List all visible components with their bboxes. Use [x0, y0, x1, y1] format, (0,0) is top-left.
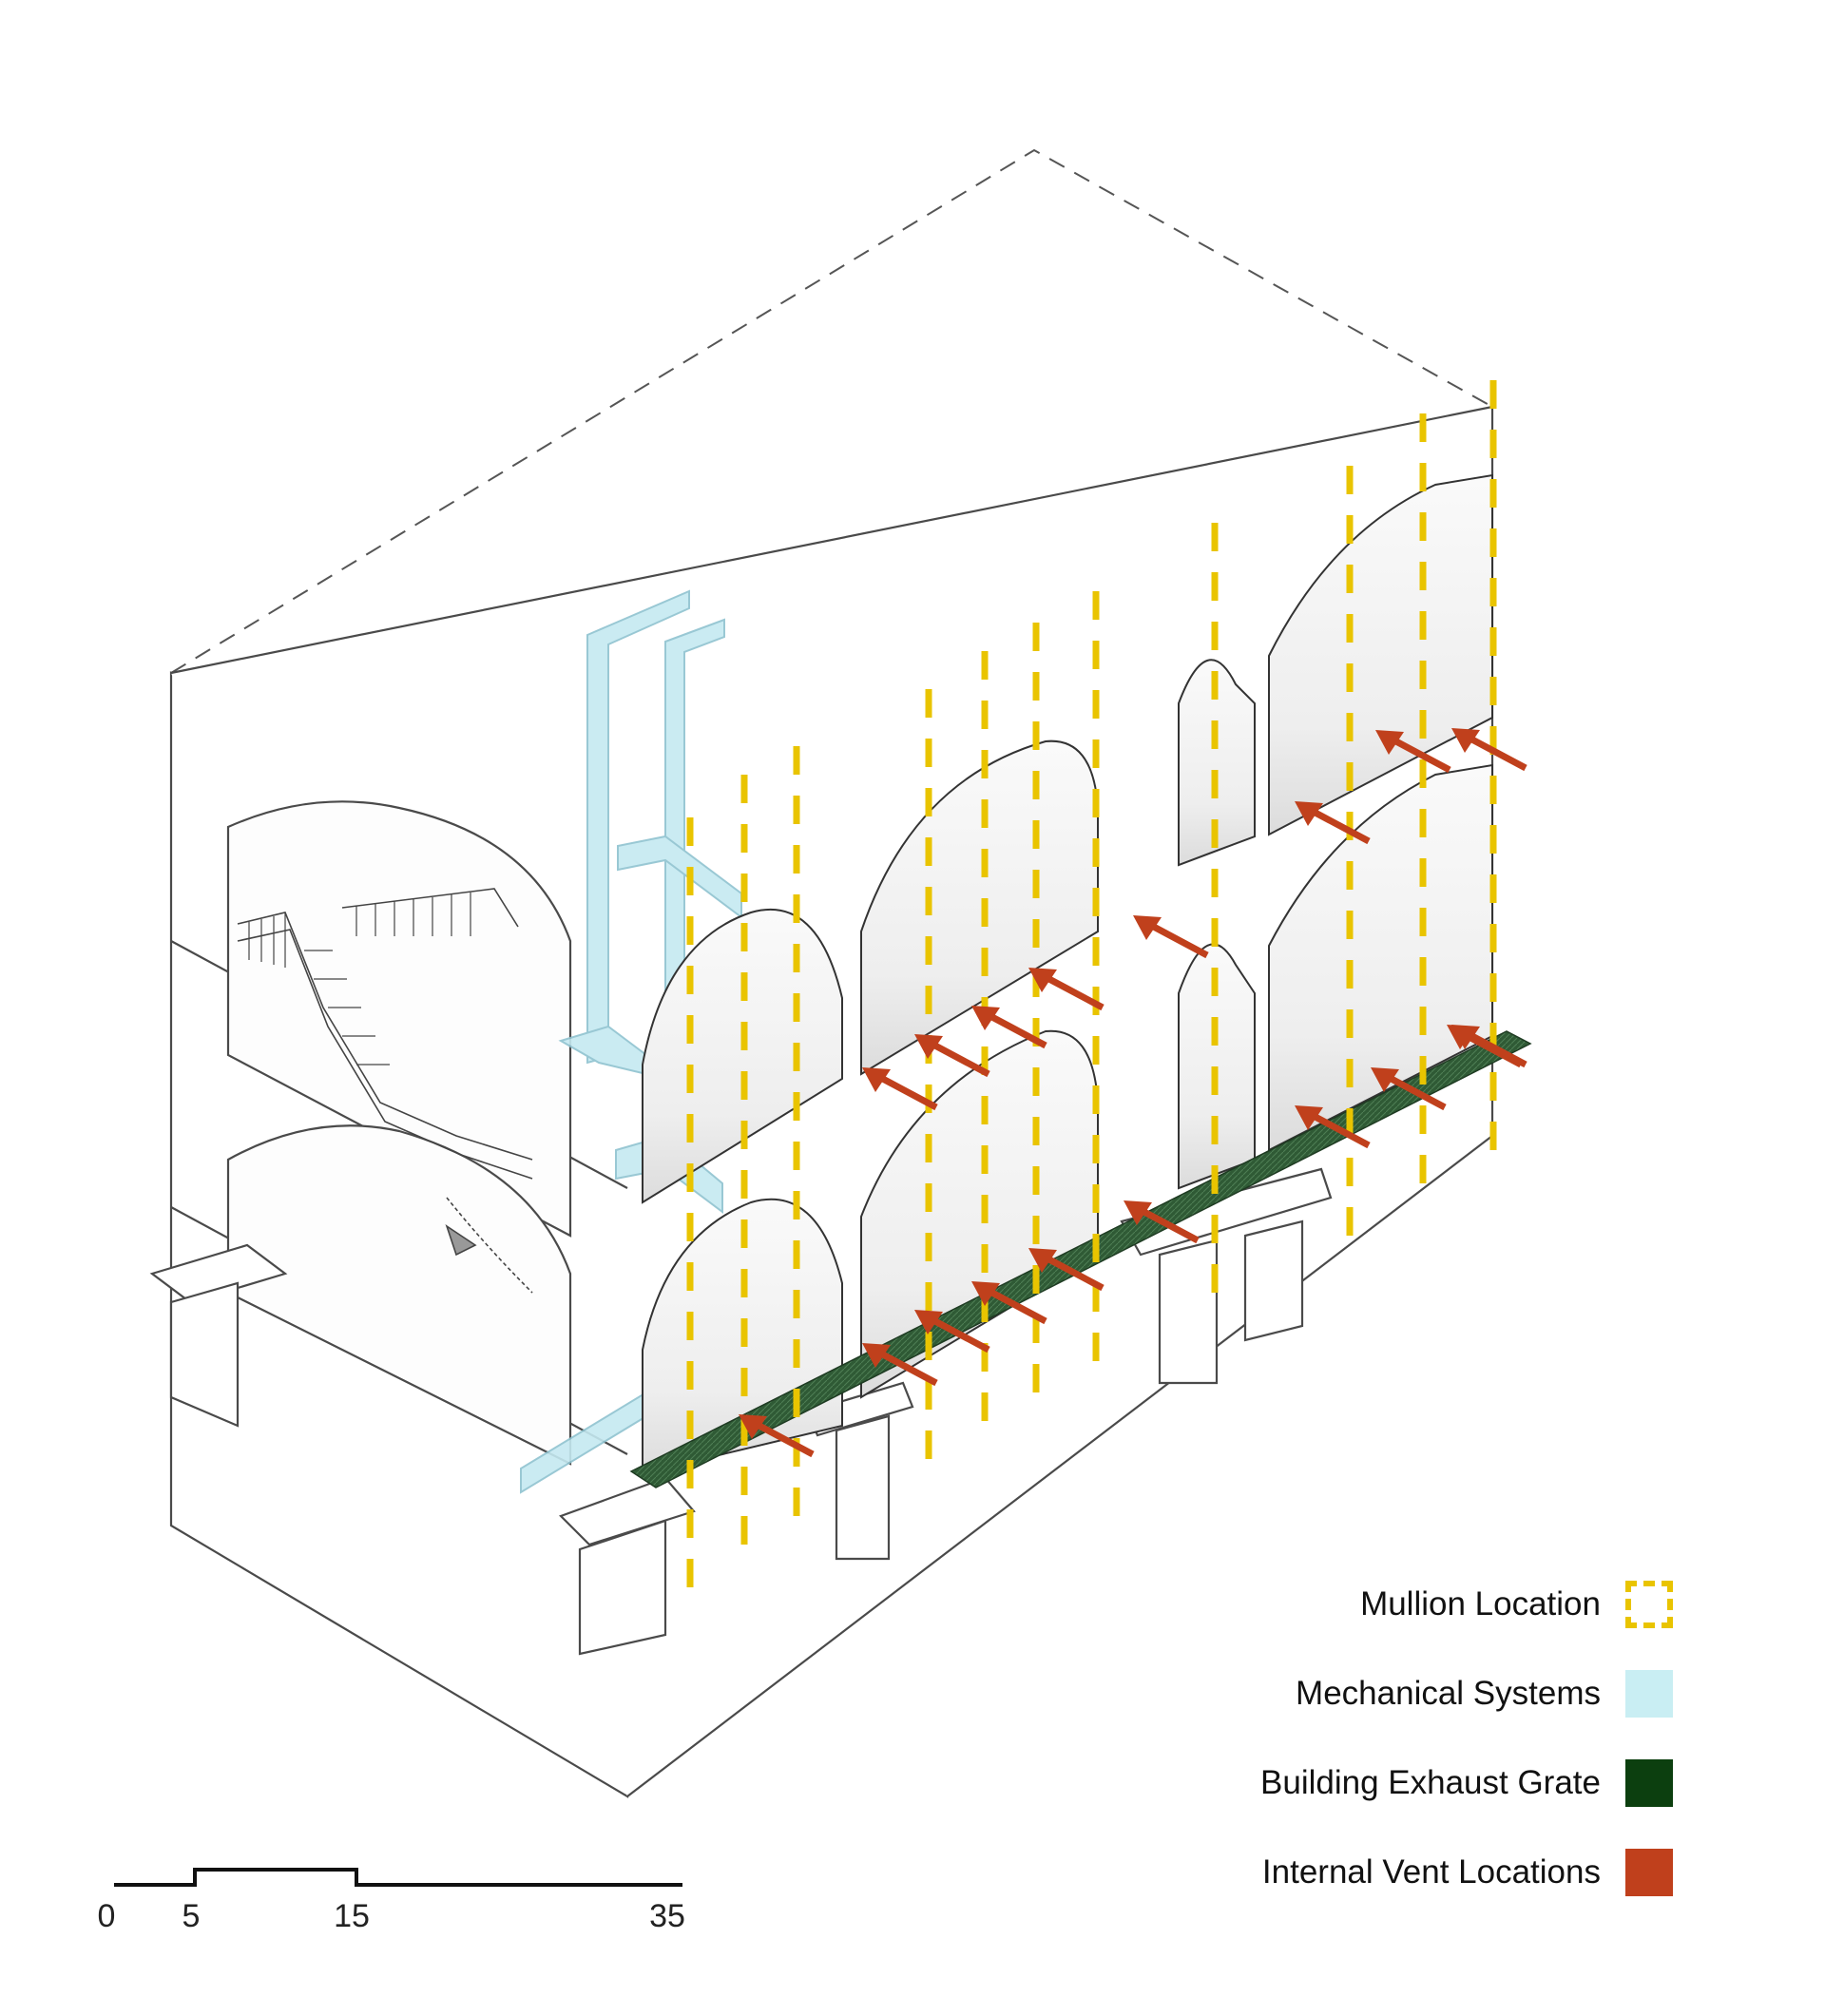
legend-item-mullion: Mullion Location — [1179, 1578, 1673, 1631]
vent-arrow — [862, 1067, 938, 1111]
legend: Mullion Location Mechanical Systems Buil… — [1179, 1578, 1673, 1935]
vent-arrow — [914, 1034, 990, 1078]
legend-label: Mullion Location — [1360, 1585, 1601, 1622]
internal-vent-arrows — [739, 728, 1527, 1458]
scale-bar-line — [114, 1868, 682, 1887]
scale-tick-0: 0 — [97, 1898, 116, 1934]
vent-arrow — [739, 1414, 815, 1458]
legend-item-grate: Building Exhaust Grate — [1179, 1757, 1673, 1810]
vent-arrow — [914, 1310, 990, 1354]
vent-arrow — [1133, 915, 1209, 959]
vent-arrow — [1295, 801, 1371, 845]
vent-arrow — [971, 1006, 1047, 1049]
vent-arrow — [1028, 968, 1105, 1011]
scale-tick-5: 5 — [182, 1898, 201, 1934]
vent-arrow — [1124, 1200, 1200, 1244]
mullion-swatch — [1625, 1581, 1673, 1628]
vent-arrow — [1451, 728, 1527, 772]
grate-swatch — [1625, 1759, 1673, 1807]
legend-item-mechanical: Mechanical Systems — [1179, 1667, 1673, 1720]
scale-bar: 0 5 15 35 — [95, 1849, 703, 1953]
vent-arrow — [1295, 1105, 1371, 1149]
legend-label: Building Exhaust Grate — [1260, 1764, 1601, 1801]
mechanical-swatch — [1625, 1670, 1673, 1718]
vent-arrow — [1375, 730, 1451, 774]
legend-label: Internal Vent Locations — [1261, 1853, 1601, 1891]
roof-outline — [170, 148, 1493, 674]
scale-tick-35: 35 — [649, 1898, 685, 1934]
stair — [237, 888, 533, 1294]
vent-arrow — [1371, 1067, 1447, 1111]
vent-arrow — [1028, 1248, 1105, 1292]
vent-swatch — [1625, 1849, 1673, 1896]
vent-arrow — [1451, 1025, 1527, 1068]
vent-arrow — [971, 1281, 1047, 1325]
legend-label: Mechanical Systems — [1296, 1675, 1601, 1712]
legend-item-vent: Internal Vent Locations — [1179, 1846, 1673, 1899]
vent-arrow — [862, 1343, 938, 1387]
scale-tick-15: 15 — [334, 1898, 370, 1934]
